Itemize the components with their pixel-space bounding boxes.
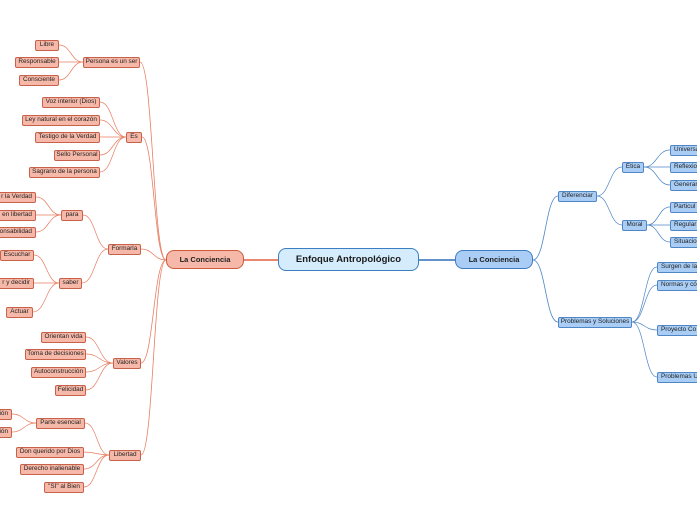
es-item[interactable]: Ley natural en el corazón: [22, 115, 100, 126]
connector: [33, 254, 60, 284]
connector: [99, 136, 127, 173]
connector: [58, 44, 84, 63]
connector: [532, 259, 559, 323]
etica-item[interactable]: Generar: [670, 180, 697, 191]
connector: [643, 149, 671, 168]
valores-item[interactable]: Autoconstrucción: [31, 367, 86, 378]
connector: [140, 259, 167, 364]
para-item[interactable]: onsabilidad: [0, 227, 36, 238]
connector: [596, 166, 623, 197]
problemas-item[interactable]: Normas y có: [657, 280, 697, 291]
connector: [85, 353, 114, 364]
connector: [81, 248, 109, 284]
connector: [631, 266, 658, 323]
connector: [631, 321, 658, 331]
saber-item[interactable]: Actuar: [6, 307, 33, 318]
etica-node[interactable]: Ética: [622, 162, 644, 173]
parte-esencial-item[interactable]: ión: [0, 427, 12, 438]
persona-item[interactable]: Libre: [35, 40, 59, 51]
saber-item[interactable]: r y decidir: [0, 278, 34, 289]
connector: [85, 362, 114, 391]
libertad-item[interactable]: Derecho inalienable: [20, 464, 84, 475]
connector: [99, 101, 127, 138]
connector: [643, 166, 671, 186]
etica-item[interactable]: Universa: [670, 145, 697, 156]
connector: [58, 61, 84, 81]
moral-item[interactable]: Regular: [670, 220, 697, 231]
connector: [85, 362, 114, 373]
main-branch-right[interactable]: La Conciencia: [455, 250, 533, 269]
libertad-item[interactable]: "SÍ" al Bien: [44, 482, 84, 493]
connector: [83, 454, 110, 470]
connector: [32, 282, 60, 313]
connector: [631, 321, 658, 378]
valores-item[interactable]: Orientan vida: [41, 332, 86, 343]
connector: [99, 119, 127, 138]
para-item[interactable]: en libertad: [0, 210, 36, 221]
problemas-item[interactable]: Surgen de la: [657, 262, 697, 273]
connector: [646, 224, 671, 243]
connector: [646, 206, 671, 226]
valores-item[interactable]: Toma de decisiones: [25, 349, 86, 360]
connector: [83, 454, 110, 488]
saber-item[interactable]: Escuchar: [0, 250, 34, 261]
connector: [84, 422, 110, 456]
es-item[interactable]: Voz interior (Dios): [42, 97, 100, 108]
es-item[interactable]: Sello Personal: [54, 150, 100, 161]
connector: [35, 196, 62, 216]
connector: [596, 195, 623, 226]
main-branch-left[interactable]: La Conciencia: [166, 250, 244, 269]
connector: [82, 214, 109, 250]
valores-item[interactable]: Felicidad: [55, 385, 86, 396]
connector: [11, 422, 37, 433]
connector: [140, 248, 167, 261]
libertad-item[interactable]: Don querido por Dios: [16, 447, 84, 458]
connector: [140, 259, 167, 456]
es-node[interactable]: Es: [126, 132, 142, 143]
connector: [11, 413, 37, 424]
parte-esencial-node[interactable]: Parte esencial: [36, 418, 85, 429]
parte-esencial-item[interactable]: ión: [0, 409, 12, 420]
para-node[interactable]: para: [61, 210, 83, 221]
root-topic[interactable]: Enfoque Antropológico: [278, 248, 419, 271]
saber-node[interactable]: saber: [59, 278, 82, 289]
connector: [85, 336, 114, 364]
moral-node[interactable]: Moral: [622, 220, 647, 231]
para-item[interactable]: r la Verdad: [0, 192, 36, 203]
moral-item[interactable]: Particul: [670, 202, 697, 213]
persona-item[interactable]: Consciente: [19, 75, 59, 86]
problemas-node[interactable]: Problemas y Soluciones: [558, 317, 632, 328]
formarla-node[interactable]: Formarla: [108, 244, 141, 255]
moral-item[interactable]: Situacio: [670, 237, 697, 248]
problemas-item[interactable]: Proyecto Co: [657, 325, 697, 336]
connector: [139, 61, 167, 261]
connector: [35, 214, 62, 233]
es-item[interactable]: Testigo de la Verdad: [35, 132, 100, 143]
es-item[interactable]: Sagrario de la persona: [29, 167, 100, 178]
connector: [99, 136, 127, 156]
connector: [631, 284, 658, 323]
valores-node[interactable]: Valores: [113, 358, 141, 369]
problemas-item[interactable]: Problemas U: [657, 372, 697, 383]
connector: [141, 136, 167, 261]
connector: [532, 195, 559, 261]
persona-node[interactable]: Persona es un ser: [83, 57, 140, 68]
persona-item[interactable]: Responsable: [15, 57, 59, 68]
libertad-node[interactable]: Libertad: [109, 450, 141, 461]
diferenciar-node[interactable]: Diferenciar: [558, 191, 597, 202]
etica-item[interactable]: Reflexio: [670, 162, 697, 173]
